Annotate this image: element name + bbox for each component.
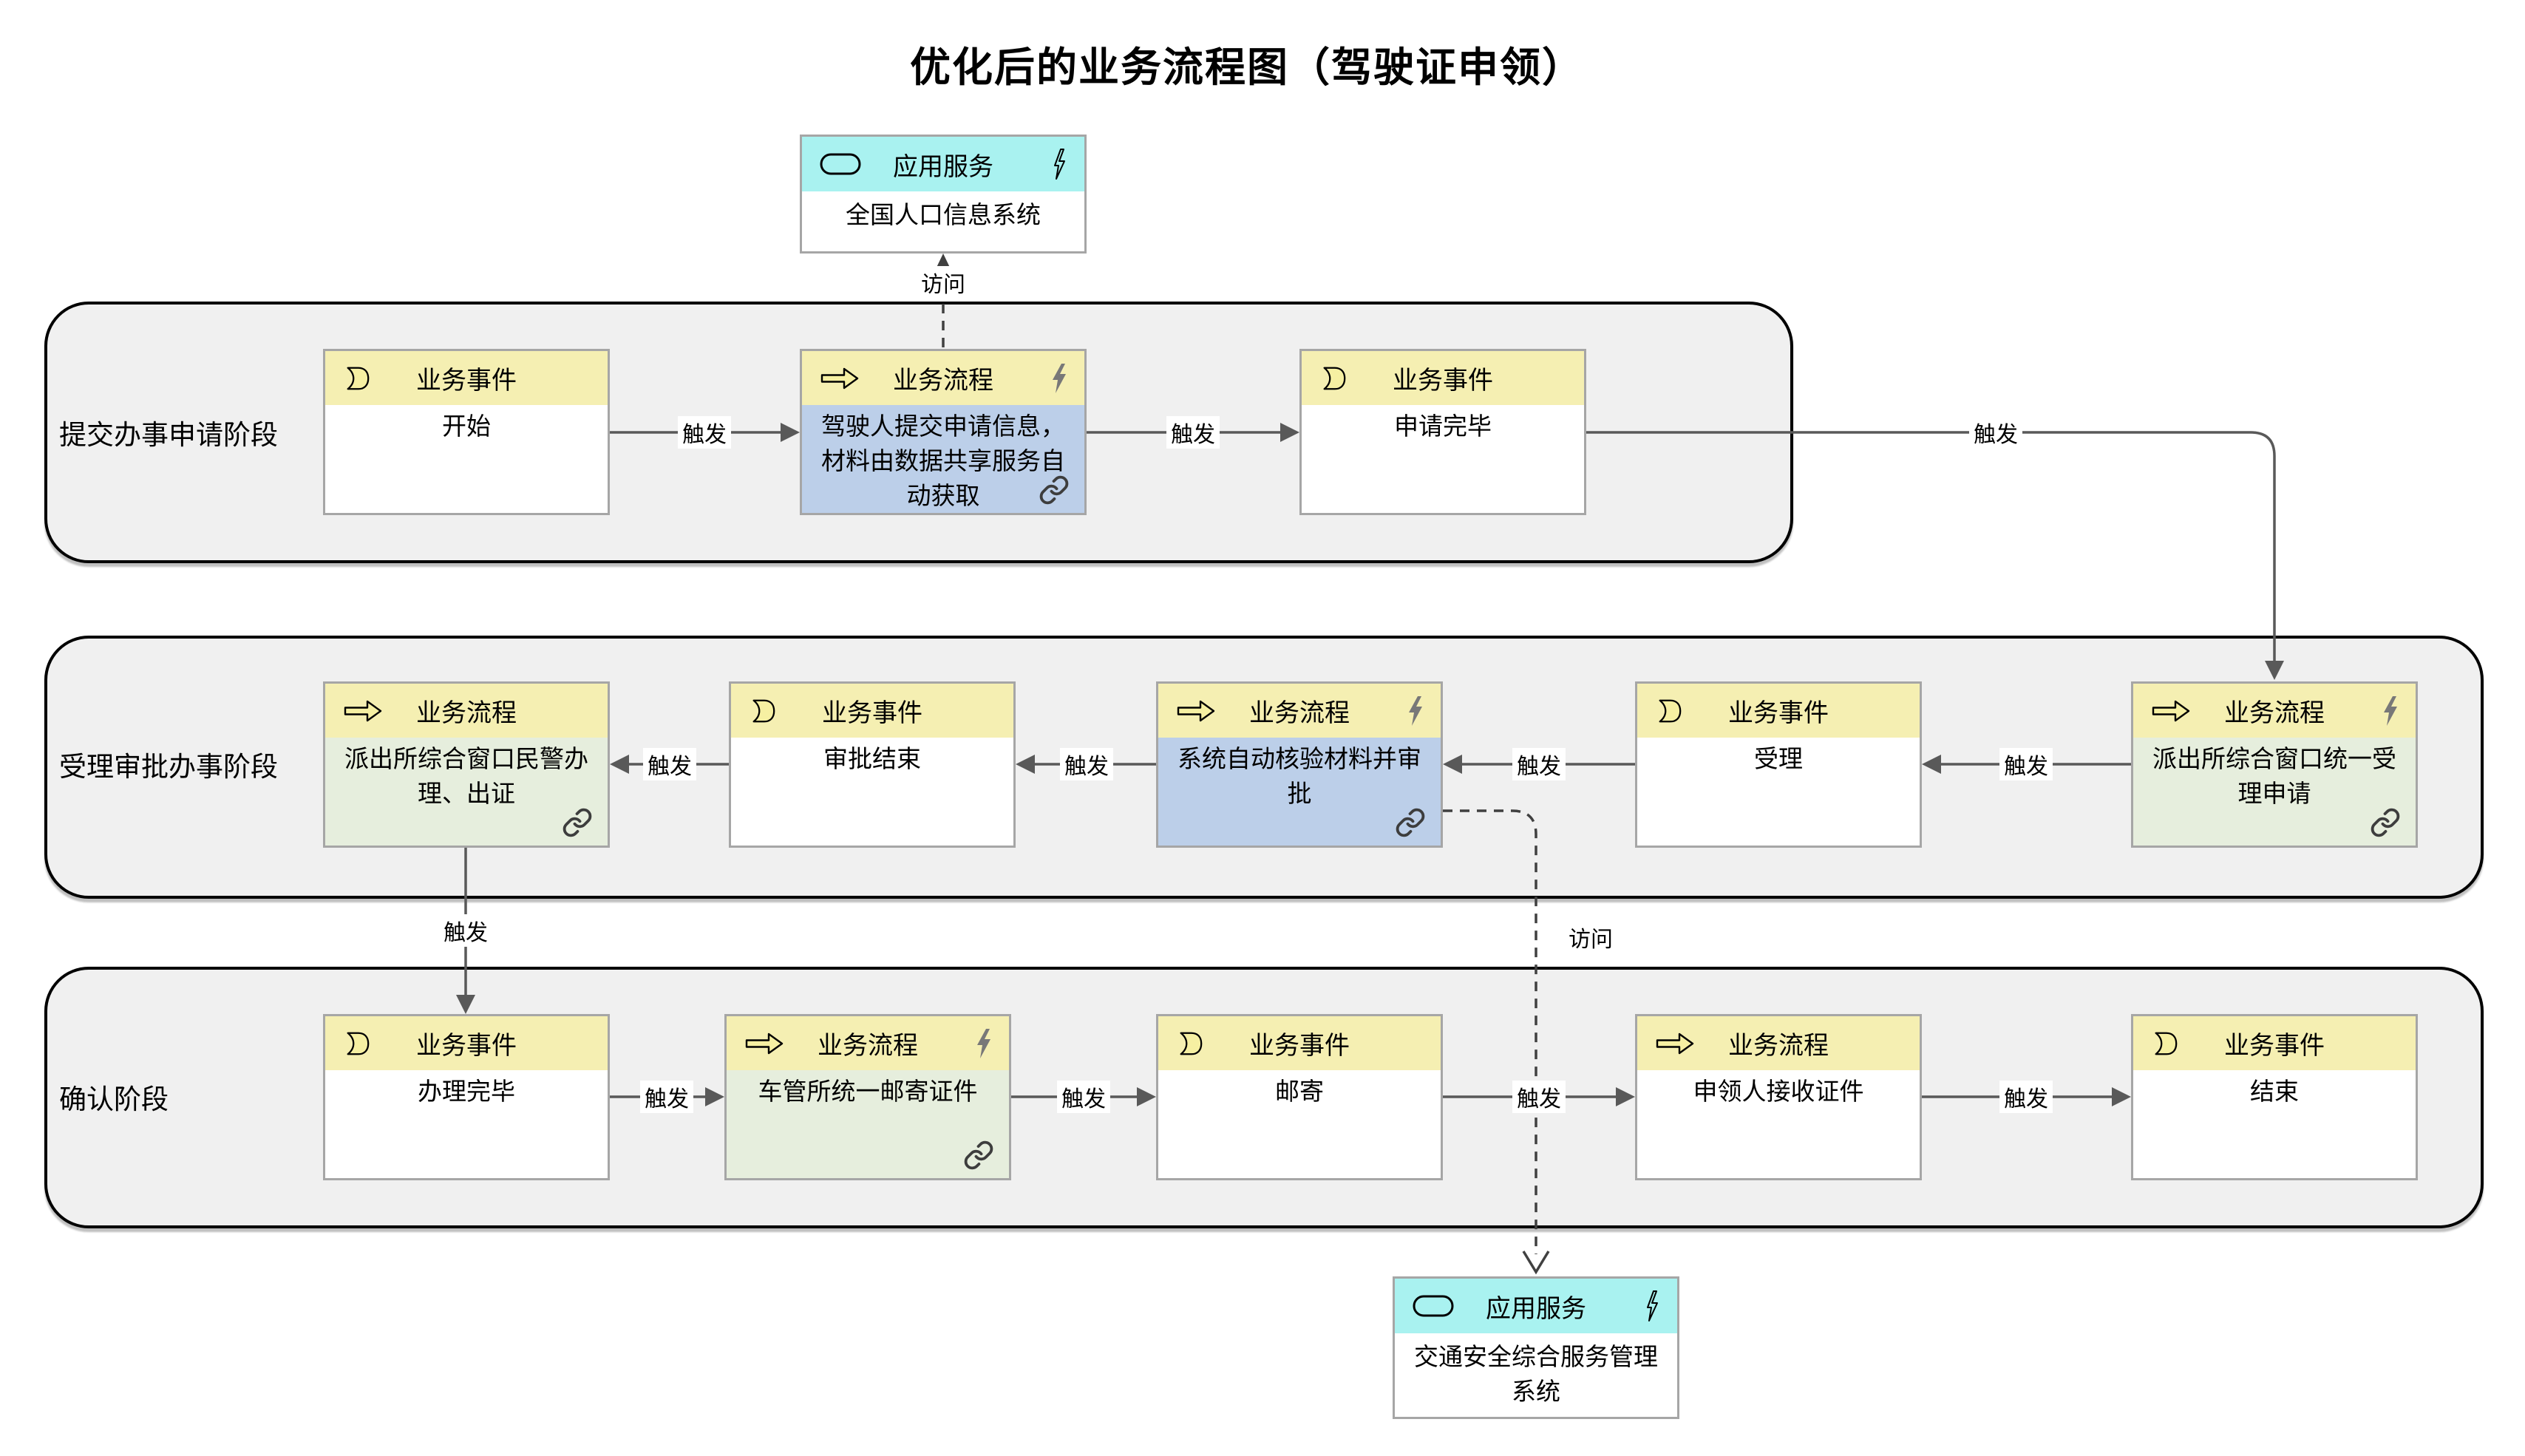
connector-label-access: 访问 (1564, 921, 1617, 953)
crescent-d-icon (2151, 1030, 2179, 1057)
trigger-arrowheads (456, 423, 2284, 1106)
node-driver-submit-info[interactable]: 业务流程 驾驶人提交申请信息，材料由数据共享服务自动获取 (800, 349, 1087, 515)
service-name: 全国人口信息系统 (846, 201, 1041, 228)
connector-label-trigger: 触发 (439, 914, 492, 947)
connector-label-trigger: 触发 (1969, 416, 2022, 449)
connector-label-trigger: 触发 (1999, 1081, 2053, 1113)
connector-label-access: 访问 (917, 266, 970, 299)
right-arrow-icon (744, 1031, 784, 1056)
node-name: 派出所综合窗口统一受理申请 (2152, 745, 2396, 807)
node-start[interactable]: 业务事件 开始 (323, 349, 610, 515)
service-traffic-safety-system[interactable]: 应用服务 交通安全综合服务管理系统 (1393, 1276, 1679, 1419)
access-arrowhead-down (1522, 1251, 1550, 1275)
node-type-label: 业务事件 (416, 1032, 517, 1060)
connector-label-trigger: 触发 (1512, 1081, 1566, 1113)
right-arrow-icon (1176, 698, 1216, 724)
lightning-icon (975, 1028, 993, 1059)
service-type-label: 应用服务 (1486, 1294, 1586, 1323)
right-arrow-icon (2151, 698, 2191, 724)
node-name: 系统自动核验材料并审批 (1177, 745, 1421, 807)
connector-label-trigger: 触发 (1166, 416, 1220, 449)
right-arrow-icon (343, 698, 383, 724)
crescent-d-icon (343, 1030, 371, 1057)
lane-label-confirmation: 确认阶段 (59, 1084, 169, 1115)
crescent-d-icon (343, 365, 371, 392)
lightning-outline-icon (1050, 148, 1068, 180)
connector-label-trigger: 触发 (1060, 748, 1113, 780)
crescent-d-icon (1176, 1030, 1204, 1057)
node-name: 驾驶人提交申请信息，材料由数据共享服务自动获取 (821, 412, 1065, 509)
node-unified-accept-application[interactable]: 业务流程 派出所综合窗口统一受理申请 (2131, 681, 2418, 848)
node-name: 邮寄 (1275, 1078, 1324, 1105)
node-name: 受理 (1754, 745, 1803, 772)
node-accept[interactable]: 业务事件 受理 (1635, 681, 1922, 848)
node-system-auto-verify[interactable]: 业务流程 系统自动核验材料并审批 (1156, 681, 1443, 848)
crescent-d-icon (749, 698, 777, 724)
node-name: 申请完毕 (1394, 412, 1492, 440)
service-name: 交通安全综合服务管理系统 (1414, 1343, 1658, 1405)
node-type-label: 业务事件 (1249, 1032, 1350, 1060)
right-arrow-icon (1655, 1031, 1695, 1056)
node-type-label: 业务流程 (1249, 699, 1350, 727)
chain-link-icon (963, 1140, 994, 1171)
lightning-outline-icon (1643, 1290, 1661, 1322)
stadium-icon (820, 153, 861, 175)
node-type-label: 业务流程 (2224, 699, 2325, 727)
stadium-icon (1413, 1295, 1454, 1317)
node-dmv-mail-certificate[interactable]: 业务流程 车管所统一邮寄证件 (724, 1014, 1011, 1180)
node-type-label: 业务事件 (416, 367, 517, 395)
node-type-label: 业务流程 (416, 699, 517, 727)
chain-link-icon (1039, 474, 1070, 506)
connector-label-trigger: 触发 (1999, 748, 2053, 780)
node-type-label: 业务事件 (1728, 699, 1829, 727)
node-name: 申领人接收证件 (1693, 1078, 1864, 1105)
connector-label-trigger: 触发 (643, 748, 696, 780)
connector-label-trigger: 触发 (640, 1081, 693, 1113)
lane-label-acceptance: 受理审批办事阶段 (59, 752, 278, 782)
lightning-icon (1407, 695, 1424, 727)
node-type-label: 业务事件 (1393, 367, 1493, 395)
connector-label-trigger: 触发 (1512, 748, 1566, 780)
node-name: 派出所综合窗口民警办理、出证 (344, 745, 588, 807)
connector-label-trigger: 触发 (1057, 1081, 1110, 1113)
node-type-label: 业务事件 (822, 699, 922, 727)
node-mail[interactable]: 业务事件 邮寄 (1156, 1014, 1443, 1180)
node-end[interactable]: 业务事件 结束 (2131, 1014, 2418, 1180)
crescent-d-icon (1319, 365, 1348, 392)
chain-link-icon (562, 807, 593, 838)
node-name: 结束 (2250, 1078, 2299, 1105)
node-type-label: 业务流程 (1728, 1032, 1829, 1060)
chain-link-icon (1395, 807, 1426, 838)
lightning-icon (1050, 363, 1068, 394)
node-processing-complete[interactable]: 业务事件 办理完毕 (323, 1014, 610, 1180)
lane-label-submit: 提交办事申请阶段 (59, 420, 278, 450)
node-police-window-process-issue[interactable]: 业务流程 派出所综合窗口民警办理、出证 (323, 681, 610, 848)
node-name: 审批结束 (823, 745, 921, 772)
node-type-label: 业务流程 (893, 367, 993, 395)
service-national-population-system[interactable]: 应用服务 全国人口信息系统 (800, 135, 1087, 254)
node-application-complete[interactable]: 业务事件 申请完毕 (1299, 349, 1586, 515)
crescent-d-icon (1655, 698, 1683, 724)
lightning-icon (2382, 695, 2399, 727)
service-type-label: 应用服务 (893, 152, 993, 181)
connector-label-trigger: 触发 (678, 416, 731, 449)
node-type-label: 业务事件 (2224, 1032, 2325, 1060)
node-name: 开始 (442, 412, 491, 440)
node-approval-end[interactable]: 业务事件 审批结束 (729, 681, 1016, 848)
node-name: 办理完毕 (418, 1078, 515, 1105)
access-connectors (942, 272, 1537, 1254)
chain-link-icon (2370, 807, 2401, 838)
node-name: 车管所统一邮寄证件 (758, 1078, 978, 1105)
node-applicant-receive-certificate[interactable]: 业务流程 申领人接收证件 (1635, 1014, 1922, 1180)
right-arrow-icon (820, 366, 860, 391)
node-type-label: 业务流程 (818, 1032, 918, 1060)
diagram-title: 优化后的业务流程图（驾驶证申领） (909, 44, 1584, 90)
